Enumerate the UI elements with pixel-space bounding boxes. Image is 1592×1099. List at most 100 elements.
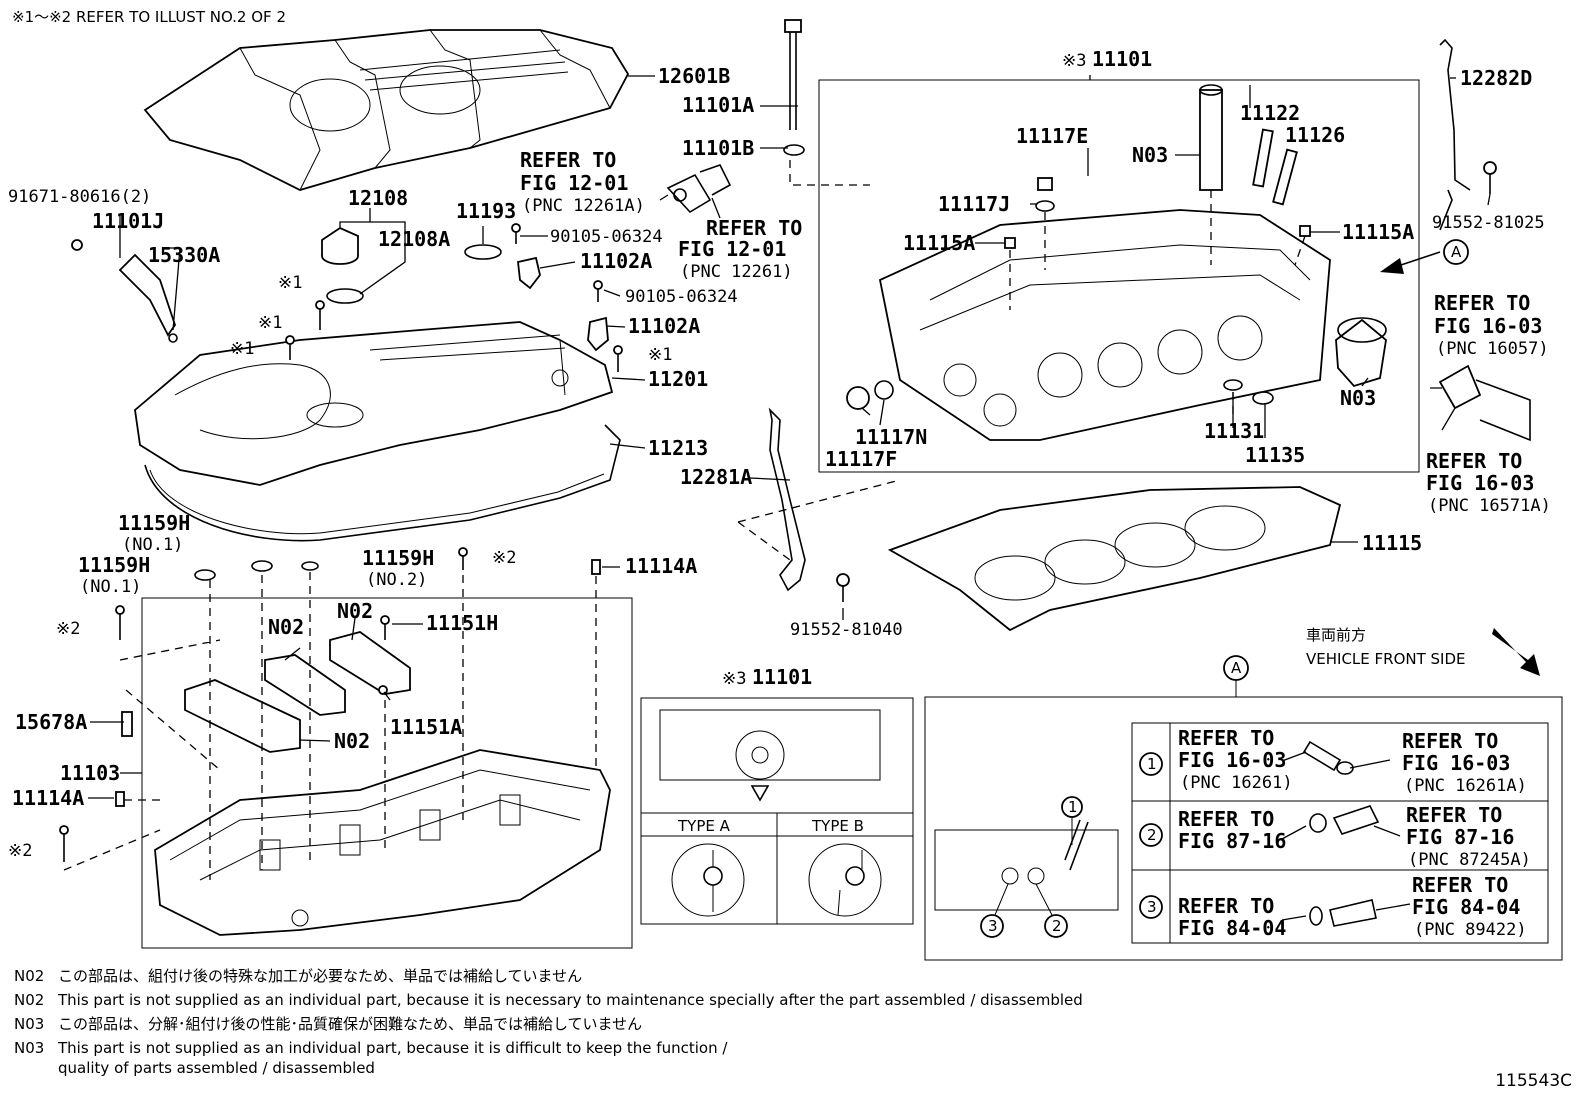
mark-3-b: ※3 [722, 669, 746, 689]
front-side-jp: 車両前方 [1306, 626, 1366, 644]
refer-1603a-line3: (PNC 16057) [1436, 339, 1549, 359]
head-gasket-illustration [887, 486, 1342, 632]
label-11159H-3: 11159H [362, 546, 434, 570]
head-frame [818, 79, 1420, 473]
label-15678A: 15678A [15, 710, 87, 734]
type-a-label: TYPE A [677, 817, 731, 835]
view-a-circle-top [1443, 239, 1469, 265]
head-cover-illustration [134, 321, 621, 542]
view-a-callout-3: 3 [988, 917, 998, 935]
row1-left-1: REFER TO [1178, 726, 1274, 750]
footnote-3-code: N03 [14, 1015, 45, 1033]
part-labels: 12601B 11101A 11101B 91671-80616(2) 1110… [8, 47, 1545, 810]
mark-1-a: ※1 [278, 273, 302, 293]
leader-lines [88, 75, 1491, 799]
label-11159H-2-sub: (NO.1) [80, 577, 141, 597]
refer-1603b-line2: FIG 16-03 [1426, 471, 1534, 495]
label-N02-c: N02 [334, 729, 370, 753]
cam-housing-illustration [59, 547, 611, 936]
row3-left-2: FIG 84-04 [1178, 916, 1286, 940]
label-11101A: 11101A [682, 93, 754, 117]
footnote-1-code: N02 [14, 967, 45, 985]
footnote-1-text: この部品は、組付け後の特殊な加工が必要なため、単品では補給していません [58, 967, 583, 985]
label-12601B: 12601B [658, 64, 730, 88]
label-11102A-b: 11102A [628, 314, 700, 338]
detail-table: 1 REFER TO FIG 16-03 (PNC 16261) REFER T… [1147, 726, 1531, 940]
footnote-4-text: This part is not supplied as an individu… [58, 1039, 728, 1057]
mark-1-c: ※1 [230, 339, 254, 359]
front-side-en: VEHICLE FRONT SIDE [1306, 650, 1466, 668]
header-note: ※1～※2 REFER TO ILLUST NO.2 OF 2 [12, 8, 286, 26]
label-11114A-b: 11114A [12, 786, 84, 810]
label-11101J: 11101J [92, 209, 164, 233]
label-11201: 11201 [648, 367, 708, 391]
label-N02-a: N02 [337, 599, 373, 623]
label-11115A-b: 11115A [1342, 220, 1414, 244]
label-N02-b: N02 [268, 615, 304, 639]
type-b-label: TYPE B [811, 817, 864, 835]
label-15330A: 15330A [148, 243, 220, 267]
refer-1201b-line2: FIG 12-01 [678, 237, 786, 261]
label-91552-81025: 91552-81025 [1432, 213, 1545, 233]
refer-1603b-line1: REFER TO [1426, 449, 1522, 473]
cover-small-parts [71, 19, 805, 372]
detail-table-grid [1131, 722, 1549, 944]
label-12108: 12108 [348, 186, 408, 210]
label-11131: 11131 [1204, 419, 1264, 443]
view-arrow-head [1380, 258, 1404, 274]
row3-right-3: (PNC 89422) [1414, 920, 1527, 940]
row2-right-2: FIG 87-16 [1406, 825, 1514, 849]
row3-right-2: FIG 84-04 [1412, 895, 1520, 919]
row1-num: 1 [1147, 755, 1157, 773]
refer-1603b-line3: (PNC 16571A) [1428, 496, 1551, 516]
label-90105-a: 90105-06324 [550, 227, 663, 247]
row1-right-3: (PNC 16261A) [1404, 776, 1527, 796]
hose-16-03 [1438, 364, 1531, 442]
footnote-3: N03 この部品は、分解･組付け後の性能･品質確保が困難なため、単品では補給してい… [14, 1014, 642, 1034]
label-11115: 11115 [1362, 531, 1422, 555]
mark-2-a: ※2 [492, 548, 516, 568]
label-12108A: 12108A [378, 227, 450, 251]
row2-left-2: FIG 87-16 [1178, 829, 1286, 853]
mark-1-d: ※1 [648, 345, 672, 365]
row2-num: 2 [1147, 826, 1157, 844]
view-a-frame [924, 696, 1563, 961]
label-11159H-1-sub: (NO.1) [122, 535, 183, 555]
label-11151A: 11151A [390, 715, 462, 739]
type-inset [640, 697, 914, 925]
label-11151H: 11151H [426, 611, 498, 635]
label-11135: 11135 [1245, 443, 1305, 467]
footnote-1: N02 この部品は、組付け後の特殊な加工が必要なため、単品では補給していません [14, 966, 582, 986]
refer-1201b-line3: (PNC 12261) [680, 262, 793, 282]
label-11117N: 11117N [855, 425, 927, 449]
label-11213: 11213 [648, 436, 708, 460]
label-91552-81040: 91552-81040 [790, 620, 903, 640]
label-11115A-a: 11115A [903, 231, 975, 255]
row3-right-1: REFER TO [1412, 873, 1508, 897]
row1-left-2: FIG 16-03 [1178, 748, 1286, 772]
footnote-5-text: quality of parts assembled / disassemble… [58, 1059, 375, 1077]
view-a-letter: A [1231, 659, 1242, 677]
label-11126: 11126 [1285, 123, 1345, 147]
label-11103: 11103 [60, 761, 120, 785]
row1-left-3: (PNC 16261) [1180, 773, 1293, 793]
label-11193: 11193 [456, 199, 516, 223]
label-N03-a: N03 [1132, 143, 1168, 167]
label-11159H-2: 11159H [78, 553, 150, 577]
front-arrow [1492, 628, 1540, 676]
head-dash-lines [737, 160, 1306, 561]
bracket-12282D [1439, 38, 1497, 231]
refer-1201-line3: (PNC 12261A) [522, 196, 645, 216]
view-labels: A A 車両前方 VEHICLE FRONT SIDE TYPE A TYPE … [677, 243, 1466, 935]
label-11117J: 11117J [938, 192, 1010, 216]
row3-left-1: REFER TO [1178, 894, 1274, 918]
cylinder-head-illustration [846, 84, 1387, 441]
label-11159H-1: 11159H [118, 511, 190, 535]
row2-right-1: REFER TO [1406, 803, 1502, 827]
refer-1201-line2: FIG 12-01 [520, 171, 628, 195]
engine-cover-illustration [143, 29, 630, 191]
footnote-3-text: この部品は、分解･組付け後の性能･品質確保が困難なため、単品では補給していません [58, 1015, 643, 1033]
label-11101-inset: 11101 [752, 665, 812, 689]
view-a-callout-2: 2 [1052, 917, 1062, 935]
